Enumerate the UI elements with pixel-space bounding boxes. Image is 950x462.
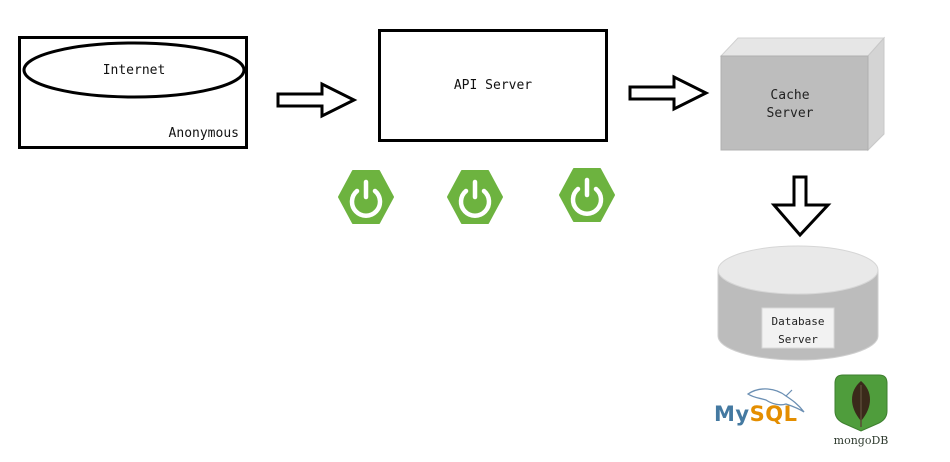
database-cylinder xyxy=(717,245,879,361)
database-server-label: Database Server xyxy=(762,313,834,349)
arrow-down xyxy=(770,175,832,238)
mongodb-leaf-icon xyxy=(834,374,888,432)
spring-power-icon xyxy=(559,168,615,222)
spring-power-icon xyxy=(338,170,394,224)
mysql-sql: SQL xyxy=(749,402,798,426)
cache-server-line2: Server xyxy=(766,106,814,121)
api-server-label: API Server xyxy=(453,78,533,93)
cache-server-box xyxy=(719,36,886,152)
internet-ellipse xyxy=(22,41,246,99)
cache-server-line1: Cache xyxy=(770,88,810,103)
mongodb-wordmark: mongoDB xyxy=(833,434,889,447)
mysql-wordmark: MySQL xyxy=(714,402,797,426)
anonymous-label: Anonymous xyxy=(168,126,239,141)
spring-logo xyxy=(558,166,616,224)
database-server-line2: Server xyxy=(778,333,818,346)
arrow-right-1 xyxy=(276,81,358,119)
internet-label: Internet xyxy=(102,63,166,78)
spring-power-icon xyxy=(447,170,503,224)
api-server-box: API Server xyxy=(378,29,608,142)
database-server-line1: Database xyxy=(771,315,825,328)
cache-server-label: Cache Server xyxy=(738,87,842,123)
spring-logo xyxy=(446,168,504,226)
dolphin-icon xyxy=(746,388,805,413)
mysql-my: My xyxy=(714,402,750,426)
mysql-logo: MySQL xyxy=(712,382,822,442)
spring-logo xyxy=(337,168,395,226)
internet-box: Internet Anonymous xyxy=(18,36,248,149)
arrow-right-2 xyxy=(628,74,710,112)
mongodb-logo: mongoDB xyxy=(830,372,892,454)
